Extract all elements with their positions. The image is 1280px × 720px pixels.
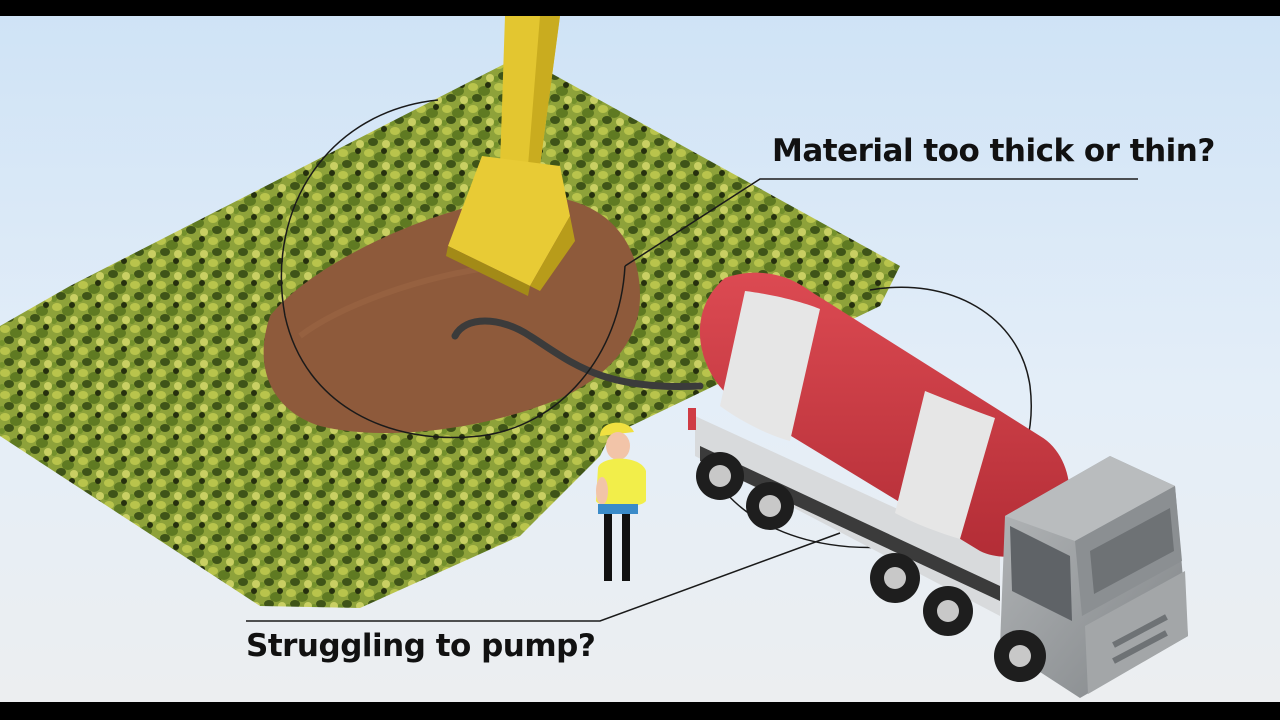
letterbox-top — [0, 0, 1280, 16]
mud-ripple — [298, 263, 501, 339]
caption-material-thickness: Material too thick or thin? — [772, 133, 1215, 169]
excavator-bucket-icon — [446, 16, 575, 296]
scene-svg — [0, 16, 1280, 702]
callout-circle-pit — [280, 99, 626, 439]
worker-figure-icon — [596, 422, 646, 581]
letterbox-bottom — [0, 702, 1280, 720]
illustration-scene — [0, 16, 1280, 702]
caption-pumping-struggle: Struggling to pump? — [246, 628, 596, 664]
suction-hose-icon — [451, 317, 704, 391]
callout-line-bottom — [246, 532, 841, 622]
callout-line-top — [624, 178, 1138, 267]
tanker-truck-icon — [688, 272, 1188, 698]
